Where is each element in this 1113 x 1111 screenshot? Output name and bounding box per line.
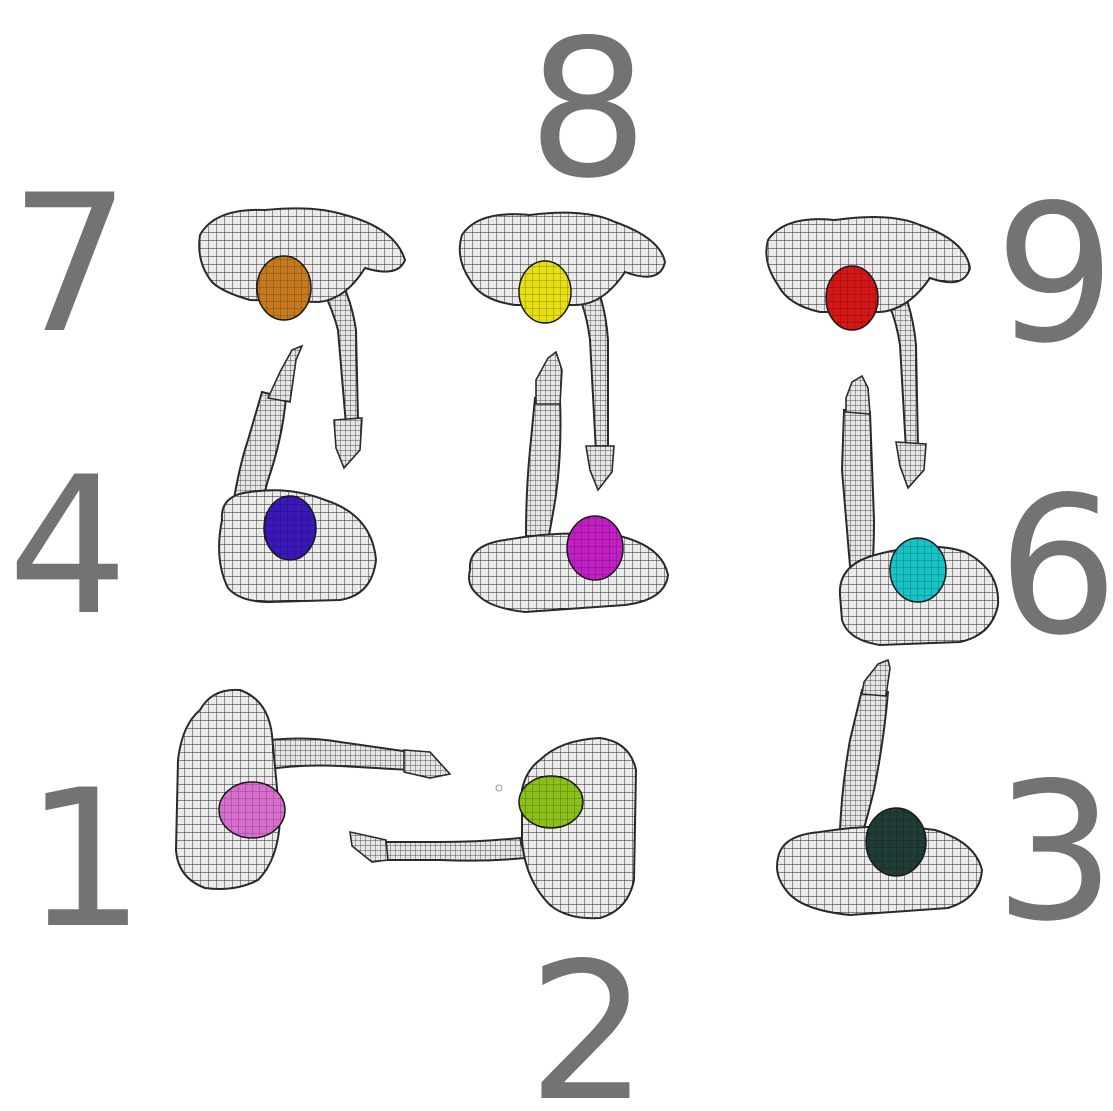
center-marker [496,785,502,791]
mannequin-9-hand [896,442,926,488]
number-label-6: 6 [998,456,1113,677]
mannequin-5 [469,352,668,612]
mannequin-7-hand [334,418,362,468]
number-label-2: 2 [528,922,649,1111]
mannequin-6-arm [842,410,874,570]
mannequin-8 [460,213,665,490]
number-label-3: 3 [995,742,1113,963]
mannequin-4-hand [268,346,302,402]
mannequin-7 [199,208,405,468]
number-label-8: 8 [528,0,649,220]
number-label-4: 4 [8,436,129,657]
mannequin-5-hand [536,352,562,404]
number-label-7: 7 [10,154,131,375]
mannequin-3-hand [862,660,890,696]
mannequin-6-hand [846,376,870,414]
number-label-9: 9 [995,164,1113,385]
mannequin-1-hand [404,750,450,778]
mannequin-2-arm [380,838,525,861]
mannequin-8-hand [586,446,614,490]
number-label-1: 1 [25,749,146,970]
mannequin-5-arm [526,398,561,540]
mannequin-6 [840,376,998,645]
mannequin-2-torso [522,738,636,918]
mannequin-1-arm [255,739,410,771]
mannequin-3 [777,660,982,915]
mannequin-2-hand [350,832,388,862]
